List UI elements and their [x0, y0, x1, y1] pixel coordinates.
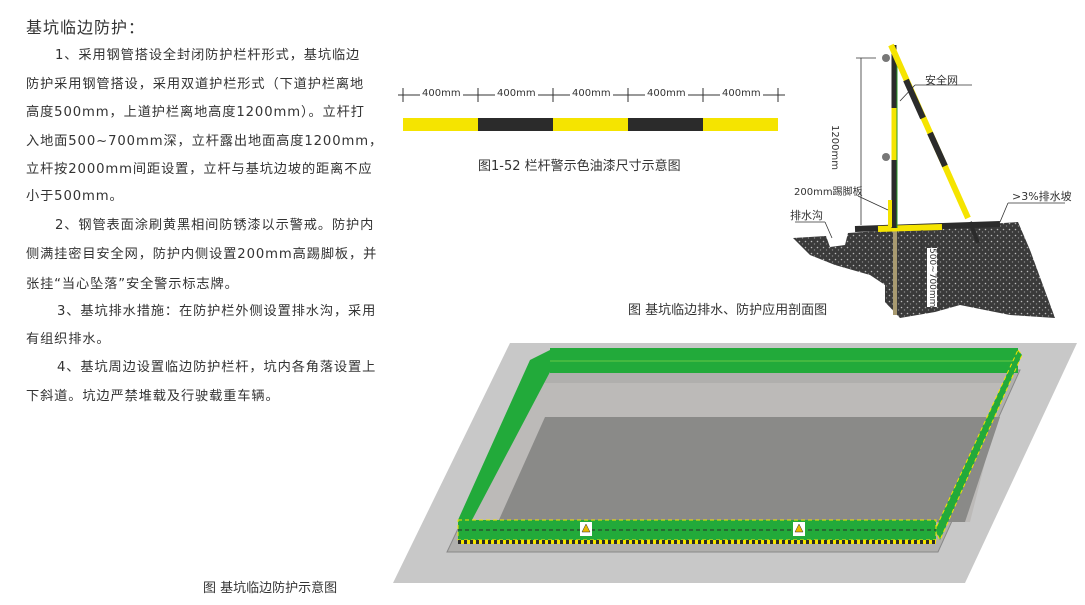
paragraph-line: 3、基坑排水措施：在防护栏外侧设置排水沟，采用	[57, 304, 377, 319]
paragraph-line: 防护采用钢管搭设，采用双道护栏形式（下道护栏离地	[26, 77, 365, 92]
paragraph-line: 张挂“当心坠落”安全警示标志牌。	[26, 277, 239, 292]
dimension-label: 400mm	[495, 88, 538, 99]
paragraph-line: 小于500mm。	[26, 189, 124, 204]
paragraph-line: 2、钢管表面涂刷黄黑相间防锈漆以示警戒。防护内	[55, 218, 375, 233]
paragraph-line: 立杆按2000mm间距设置，立杆与基坑边坡的距离不应	[26, 162, 373, 177]
paragraph-line: 下斜道。坑边严禁堆载及行驶载重车辆。	[26, 389, 280, 404]
dimension-label: 400mm	[570, 88, 613, 99]
paragraph-line: 4、基坑周边设置临边防护栏杆，坑内各角落设置上	[57, 360, 377, 375]
label-safety-net: 安全网	[925, 74, 958, 87]
label-slope: >3%排水坡	[1012, 190, 1072, 203]
warning-sign-icon	[793, 522, 805, 536]
figure-caption: 图1-52 栏杆警示色油漆尺寸示意图	[478, 159, 681, 174]
dimension-label: 400mm	[645, 88, 688, 99]
paragraph-line: 1、采用钢管搭设全封闭防护栏杆形式，基坑临边	[55, 48, 361, 63]
warning-sign-icon	[580, 522, 592, 536]
rail-bar	[403, 118, 778, 131]
section-heading: 基坑临边防护：	[26, 18, 146, 37]
paragraph-line: 侧满挂密目安全网，防护内侧设置200mm高踢脚板，并	[26, 247, 378, 262]
paragraph-line: 有组织排水。	[26, 332, 111, 347]
figure-caption: 图 基坑临边排水、防护应用剖面图	[628, 303, 828, 318]
paragraph-line: 高度500mm，上道护栏离地高度1200mm）。立杆打	[26, 105, 365, 120]
figure-caption: 图 基坑临边防护示意图	[203, 581, 338, 596]
paragraph-line: 入地面500~700mm深，立杆露出地面高度1200mm，	[26, 134, 384, 149]
dimension-label: 400mm	[420, 88, 463, 99]
label-ditch: 排水沟	[790, 209, 823, 222]
label-toe-board: 200mm踢脚板	[794, 187, 863, 198]
soil	[793, 222, 1055, 318]
dimension-label: 400mm	[720, 88, 763, 99]
